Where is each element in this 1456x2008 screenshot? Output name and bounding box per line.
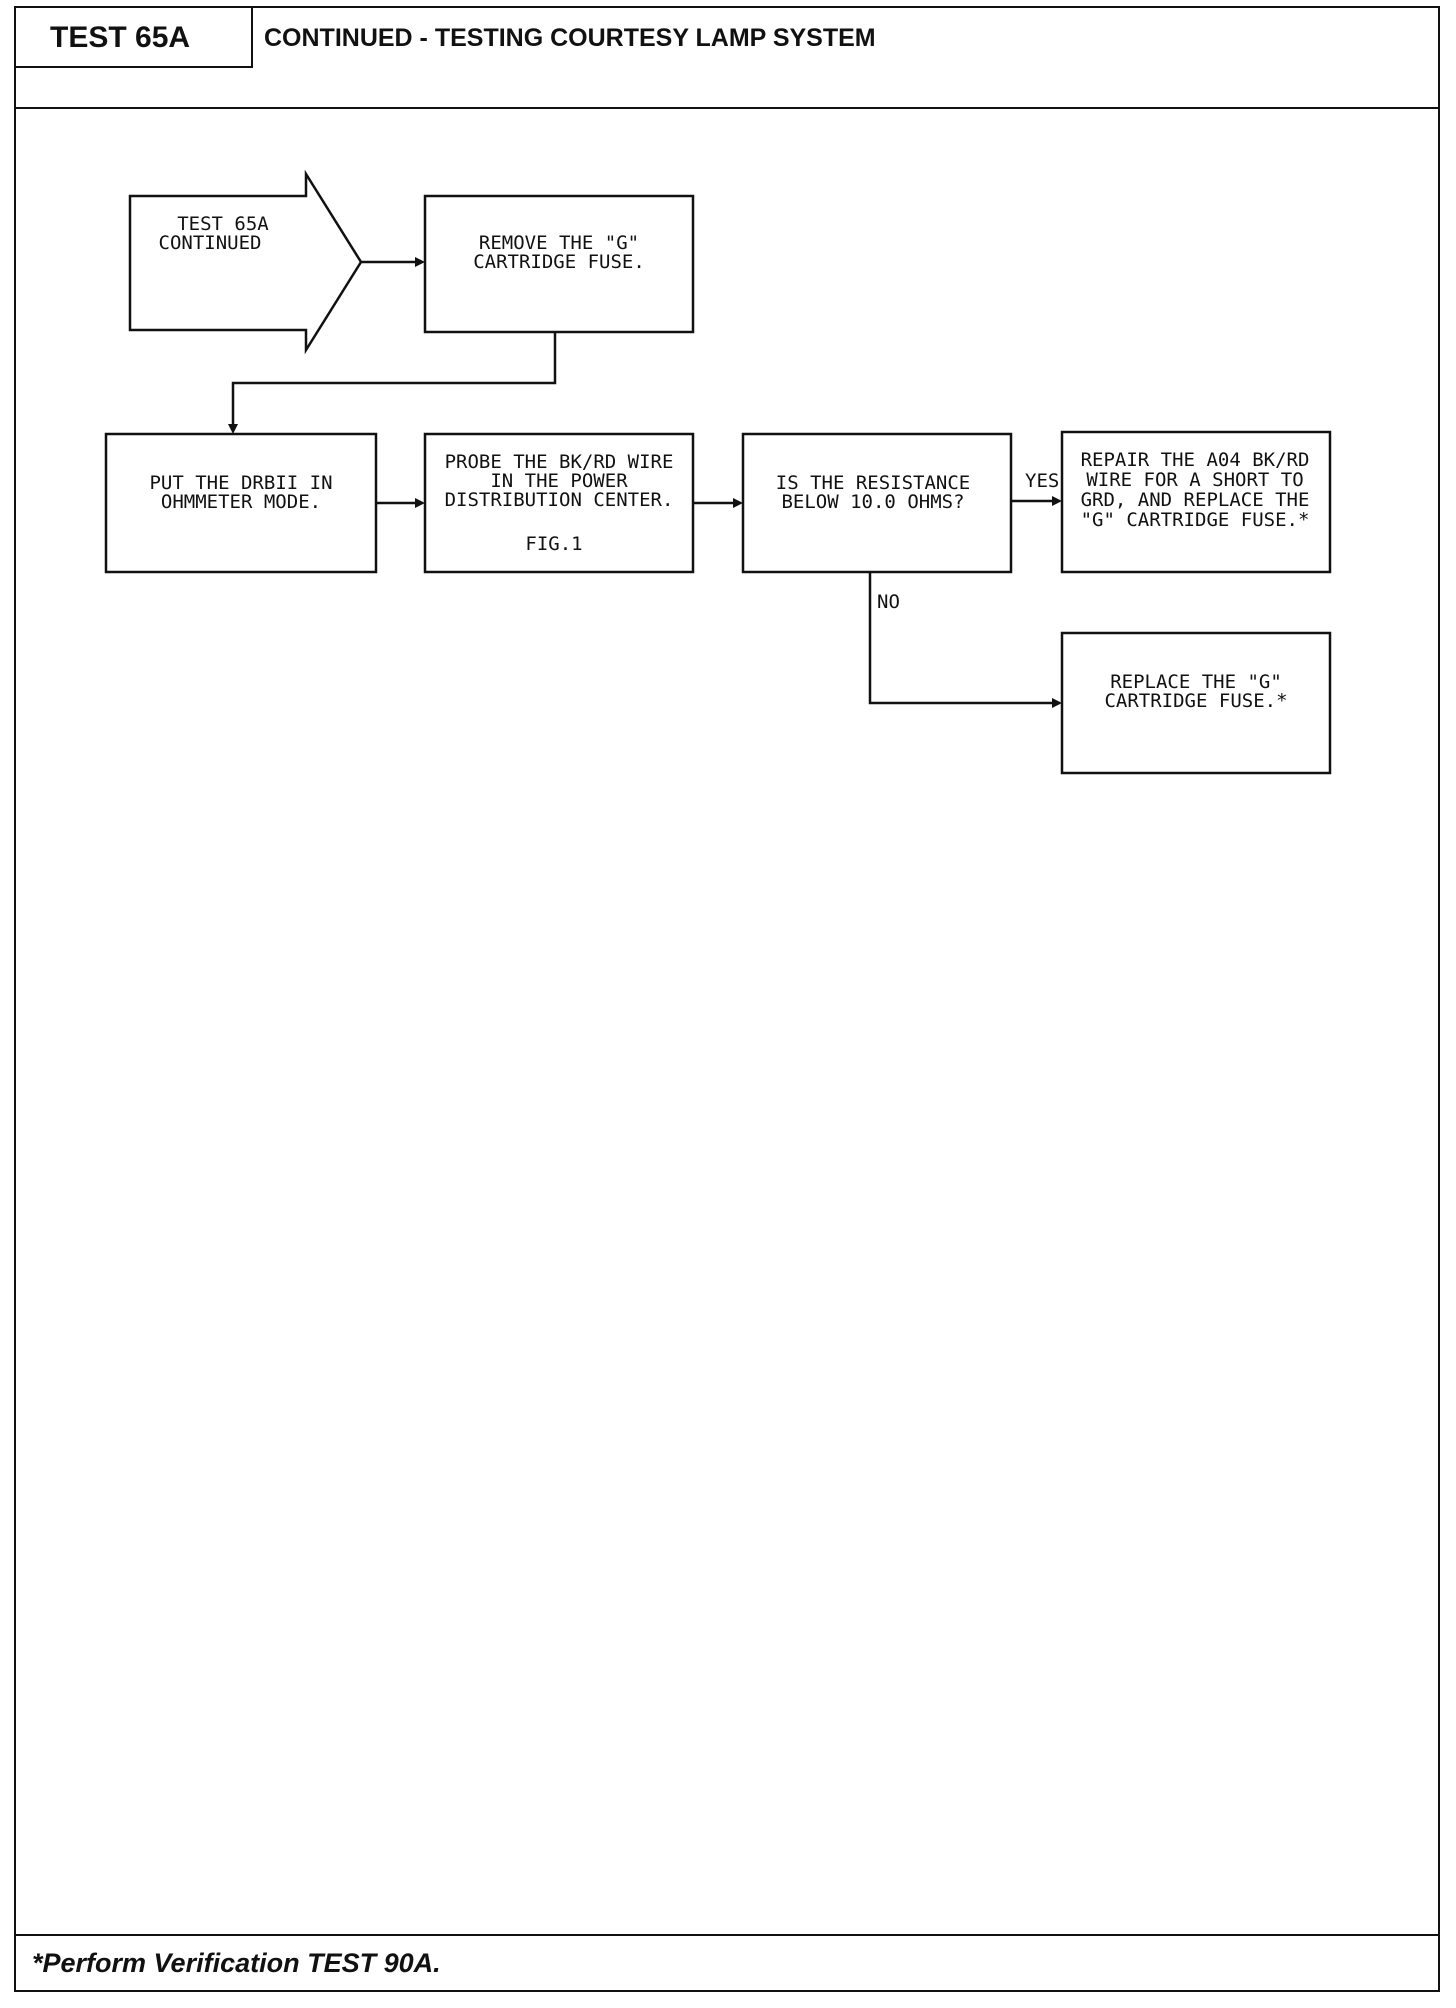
yes-label: YES [1025,470,1059,492]
probe-line-3: DISTRIBUTION CENTER. [445,489,674,511]
ohmmeter-line-2: OHMMETER MODE. [161,491,321,513]
resistance-line-1: IS THE RESISTANCE [776,472,970,494]
ohmmeter-mode-step: PUT THE DRBII IN OHMMETER MODE. [104,432,378,574]
start-text-line-1: TEST 65A [177,213,269,235]
header-bar: TEST 65A CONTINUED - TESTING COURTESY LA… [16,8,1438,109]
ohmmeter-line-1: PUT THE DRBII IN [149,472,332,494]
probe-wire-step: PROBE THE BK/RD WIRE IN THE POWER DISTRI… [423,432,695,574]
page-title: CONTINUED - TESTING COURTESY LAMP SYSTEM [264,24,876,52]
verification-note: *Perform Verification TEST 90A. [32,1948,441,1978]
probe-line-1: PROBE THE BK/RD WIRE [445,451,674,473]
remove-fuse-line-2: CARTRIDGE FUSE. [473,251,645,273]
remove-fuse-step: REMOVE THE "G" CARTRIDGE FUSE. [423,194,695,334]
remove-fuse-line-1: REMOVE THE "G" [479,232,639,254]
connector-remove-to-ohmmeter [228,332,557,434]
start-text-line-2: CONTINUED [159,232,262,254]
connector-probe-to-resistance [693,498,743,508]
resistance-line-2: BELOW 10.0 OHMS? [781,491,964,513]
test-id: TEST 65A [16,8,253,68]
repair-line-3: GRD, AND REPLACE THE [1081,489,1310,511]
start-block: TEST 65A CONTINUED [128,169,363,355]
replace-fuse-line-1: REPLACE THE "G" [1110,671,1282,693]
connector-ohmmeter-to-probe [376,498,425,508]
repair-line-1: REPAIR THE A04 BK/RD [1081,449,1310,471]
replace-fuse-step: REPLACE THE "G" CARTRIDGE FUSE.* [1060,631,1332,775]
probe-fig-label: FIG.1 [525,533,582,555]
repair-line-4: "G" CARTRIDGE FUSE.* [1081,509,1310,531]
repair-line-2: WIRE FOR A SHORT TO [1086,469,1303,491]
connector-no-to-replace: NO [868,572,1062,708]
no-label: NO [877,591,900,613]
repair-wire-step: REPAIR THE A04 BK/RD WIRE FOR A SHORT TO… [1060,430,1332,574]
connector-yes-to-repair: YES [1011,470,1062,506]
probe-line-2: IN THE POWER [490,470,628,492]
page-frame: TEST 65A CONTINUED - TESTING COURTESY LA… [14,6,1440,1992]
connector-start-to-remove [361,257,425,267]
footer-bar: *Perform Verification TEST 90A. [16,1934,1438,1990]
resistance-check-step: IS THE RESISTANCE BELOW 10.0 OHMS? [741,432,1013,574]
replace-fuse-line-2: CARTRIDGE FUSE.* [1104,690,1287,712]
